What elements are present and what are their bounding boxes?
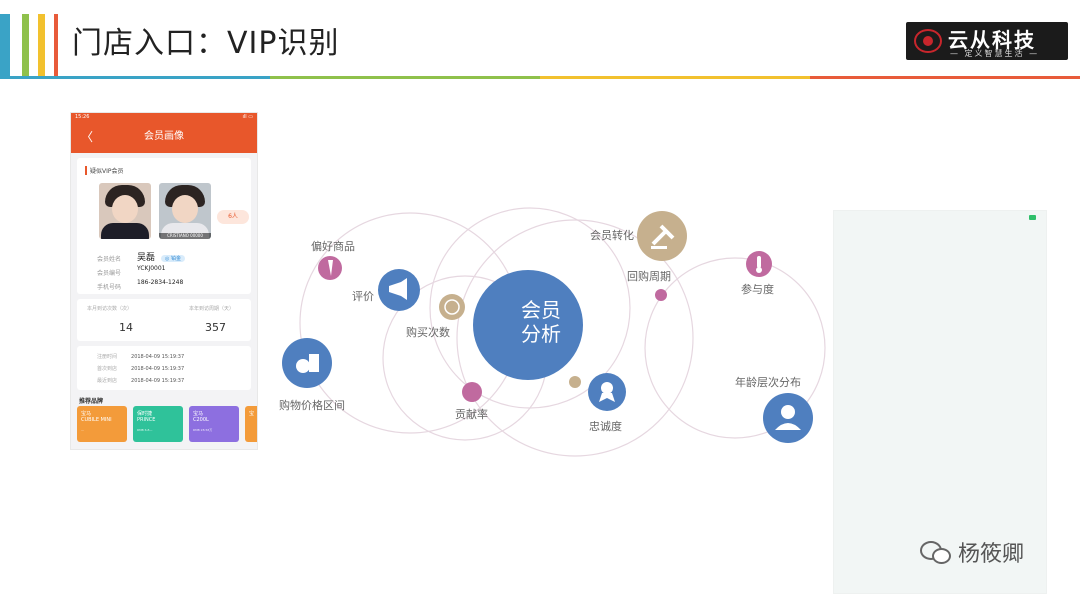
bar-red <box>54 14 58 78</box>
member-phone: 186-2834-1248 <box>137 279 184 286</box>
member-name: 吴磊 <box>137 253 156 263</box>
purchase-count-node <box>439 294 465 320</box>
phone-screenshot: 15:26 ıll ▭ 〈 会员画像 疑似VIP会员 CRISTIANO 000… <box>70 112 258 450</box>
vip-level-badge: ◎ 铂金 <box>161 255 185 262</box>
screen-header: 〈 会员画像 <box>71 123 257 153</box>
label-repurchase: 回购周期 <box>627 270 671 283</box>
page-title: 门店入口：VIP识别 <box>72 26 340 61</box>
loyalty-node <box>588 373 626 411</box>
label-engagement: 参与度 <box>741 283 774 296</box>
year-visits-value: 357 <box>205 321 226 334</box>
logo-name: 云从科技 <box>948 28 1036 52</box>
diagram-svg <box>282 207 826 457</box>
company-logo: 云从科技 — 定义智慧生活 — <box>906 22 1068 60</box>
conversion-node <box>637 211 687 261</box>
face-tag: CRISTIANO 00000 <box>159 233 211 239</box>
small-tan-dot <box>569 376 581 388</box>
vip-section-label: 疑似VIP会员 <box>85 166 124 175</box>
year-visits-label: 本年到访周期（天） <box>189 306 235 312</box>
age-node <box>763 393 813 443</box>
bar-green <box>22 14 29 78</box>
month-visits-value: 14 <box>119 321 133 334</box>
header-rule <box>0 76 1080 79</box>
center-node <box>473 270 583 380</box>
label-contribution: 贡献率 <box>455 408 488 421</box>
member-face-photo[interactable]: CRISTIANO 00000 <box>159 183 211 239</box>
brand-card[interactable]: 宝 <box>245 406 257 442</box>
signal-battery-icon: ıll ▭ <box>242 114 253 120</box>
label-conversion: 会员转化 <box>590 229 634 242</box>
watermark: 杨筱卿 <box>920 536 1024 568</box>
watermark-author: 杨筱卿 <box>958 542 1025 567</box>
month-visits-label: 本月到访次数（次） <box>87 306 133 312</box>
price-range-node <box>282 338 332 388</box>
battery-icon <box>1029 215 1036 220</box>
bar-yellow <box>38 14 45 78</box>
label-favorite: 偏好商品 <box>311 240 355 253</box>
favorite-node <box>318 256 342 280</box>
bar-blue <box>0 14 10 78</box>
member-analysis-diagram: 会员分析 偏好商品 评价 购买次数 会员转化 回购周期 参与度 购物价格区间 贡… <box>265 188 830 468</box>
vip-card: 疑似VIP会员 CRISTIANO 00000 6人 会员姓名 吴磊◎ 铂金 会… <box>77 158 251 294</box>
repurchase-node <box>655 289 667 301</box>
label-review: 评价 <box>352 290 374 303</box>
phone-panel-blank <box>833 210 1047 594</box>
engagement-node <box>746 251 772 277</box>
center-label: 会员分析 <box>521 298 561 346</box>
eye-logo-icon <box>914 29 942 53</box>
member-id: YCKJ0001 <box>137 265 166 272</box>
wechat-icon <box>920 541 951 564</box>
status-bar: 15:26 ıll ▭ <box>71 113 257 123</box>
review-node <box>378 269 420 311</box>
ring-large <box>456 219 694 457</box>
people-count-badge[interactable]: 6人 <box>217 210 249 224</box>
label-price-range: 购物价格区间 <box>279 399 345 412</box>
back-icon[interactable]: 〈 <box>81 130 94 144</box>
status-time: 15:26 <box>75 114 90 120</box>
contribution-node <box>462 382 482 402</box>
label-loyalty: 忠诚度 <box>589 420 622 433</box>
captured-face-photo[interactable] <box>99 183 151 239</box>
visit-stats-card: 本月到访次数（次） 14 本年到访周期（天） 357 <box>77 299 251 341</box>
recommend-label: 推荐品牌 <box>79 398 104 405</box>
label-purchase-count: 购买次数 <box>406 326 450 339</box>
screen-title: 会员画像 <box>144 131 184 142</box>
member-name-row: 会员姓名 吴磊◎ 铂金 <box>97 253 185 263</box>
ring-right <box>644 257 826 439</box>
label-age-distribution: 年龄层次分布 <box>735 376 801 389</box>
logo-slogan: — 定义智慧生活 — <box>950 49 1040 58</box>
